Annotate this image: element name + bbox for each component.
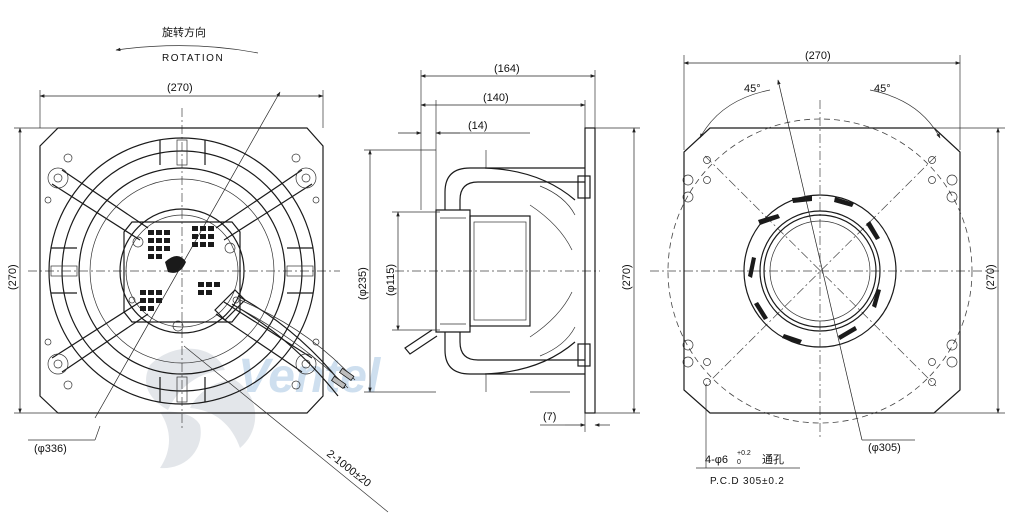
hole-note-tol-upper: +0.2	[737, 450, 751, 457]
cable-note: 2-1000±20	[324, 448, 373, 490]
rotation-label-cn: 旋转方向	[162, 25, 206, 39]
rear-pcd-diameter: (φ305)	[868, 442, 901, 454]
side-overall-depth: (164)	[494, 63, 520, 75]
side-height-dim: (270)	[621, 264, 633, 290]
rear-height-dim: (270)	[985, 264, 997, 290]
side-flange-offset: (14)	[468, 120, 488, 132]
rotation-indicator: 旋转方向 ROTATION	[115, 25, 259, 64]
watermark: Ventel	[146, 348, 382, 469]
side-view: (164) (140) (14) (φ235) (φ115) (270) (7)	[357, 63, 640, 432]
watermark-text: Ventel	[238, 350, 382, 403]
pcd-note: P.C.D 305±0.2	[710, 476, 785, 487]
front-width-dim: (270)	[167, 82, 193, 94]
rear-width-dim: (270)	[805, 50, 831, 62]
rear-view: 45° 45° (270) (270) (φ305) 4-φ6 +0.2 0 通…	[650, 50, 1005, 487]
hole-note-suffix: 通孔	[762, 453, 784, 466]
front-height-dim: (270)	[7, 264, 19, 290]
hole-note-tol-lower: 0	[737, 459, 741, 466]
hole-note-main: 4-φ6	[705, 454, 728, 466]
hole-note: 4-φ6 +0.2 0 通孔 P.C.D 305±0.2	[705, 450, 785, 487]
rear-angle-right: 45°	[874, 83, 891, 95]
side-plate-thickness: (7)	[543, 411, 556, 423]
side-motor-diameter: (φ115)	[385, 264, 397, 296]
rear-angle-left: 45°	[744, 83, 761, 95]
rotation-arrow-icon	[115, 45, 259, 54]
rotation-label-en: ROTATION	[162, 53, 224, 64]
watermark-fan-icon	[146, 348, 256, 469]
side-body-depth: (140)	[483, 92, 509, 104]
front-diameter-dim: (φ336)	[34, 443, 67, 455]
side-inlet-diameter: (φ235)	[357, 267, 369, 300]
